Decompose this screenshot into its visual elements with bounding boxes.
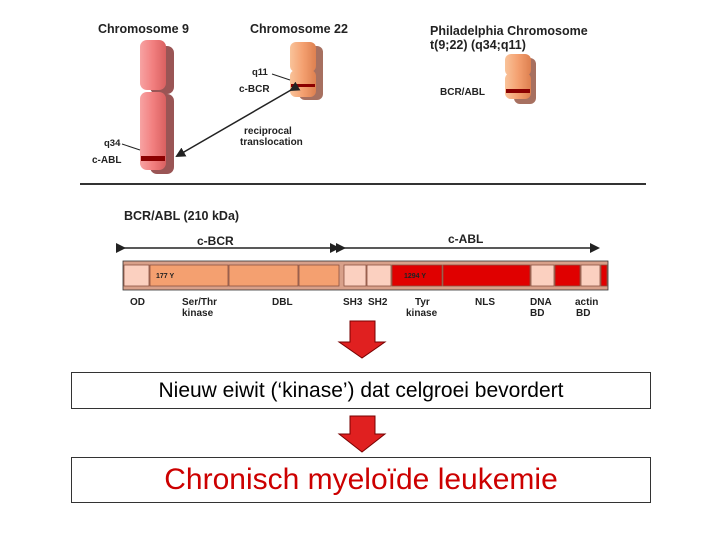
domain-actin-bd: BD <box>576 308 590 319</box>
q11-label: q11 <box>252 67 269 78</box>
flow-arrow-down-icon <box>337 320 387 359</box>
c-bcr-label: c-BCR <box>239 84 270 95</box>
domain-tyr-kinase: kinase <box>406 308 438 319</box>
chr9-title: Chromosome 9 <box>98 22 189 36</box>
tyr177-marker: 177 Y <box>156 273 174 280</box>
domain-tyr: Tyr <box>415 297 430 308</box>
c-abl-span-label: c-ABL <box>448 232 483 246</box>
protein-title: BCR/ABL (210 kDa) <box>124 209 239 223</box>
domain-ser-thr-kinase: kinase <box>182 308 214 319</box>
protein-bar <box>122 260 609 291</box>
domain-od: OD <box>130 297 145 308</box>
q34-pointer <box>121 143 141 151</box>
effect-box: Nieuw eiwit (‘kinase’) dat celgroei bevo… <box>71 372 651 409</box>
chromosome-22 <box>290 42 323 100</box>
disease-text: Chronisch myeloïde leukemie <box>164 463 558 496</box>
bcr-abl-chrom-label: BCR/ABL <box>440 87 485 98</box>
chromosome-9 <box>140 40 174 174</box>
flow-arrow-down-icon <box>337 415 387 453</box>
domain-sh3: SH3 <box>343 297 363 308</box>
c-bcr-span-label: c-BCR <box>197 234 234 248</box>
translocation-arrow <box>175 81 301 158</box>
ph-title: Philadelphia Chromosome <box>430 24 588 38</box>
effect-text: Nieuw eiwit (‘kinase’) dat celgroei bevo… <box>158 378 564 402</box>
domain-dbl: DBL <box>272 297 293 308</box>
q11-pointer <box>271 73 291 81</box>
q34-label: q34 <box>104 138 121 149</box>
tyr1294-marker: 1294 Y <box>404 273 426 280</box>
chr22-title: Chromosome 22 <box>250 22 348 36</box>
disease-box: Chronisch myeloïde leukemie <box>71 457 651 503</box>
reciprocal-label: reciprocal <box>244 126 292 137</box>
domain-dna-bd: BD <box>530 308 544 319</box>
domain-actin: actin <box>575 297 598 308</box>
c-abl-label: c-ABL <box>92 155 121 166</box>
ph-subtitle: t(9;22) (q34;q11) <box>430 38 526 52</box>
domain-nls: NLS <box>475 297 495 308</box>
domain-dna: DNA <box>530 297 552 308</box>
philadelphia-chromosome <box>505 54 536 104</box>
domain-ser-thr: Ser/Thr <box>182 297 217 308</box>
translocation-label: translocation <box>240 137 303 148</box>
domain-sh2: SH2 <box>368 297 388 308</box>
